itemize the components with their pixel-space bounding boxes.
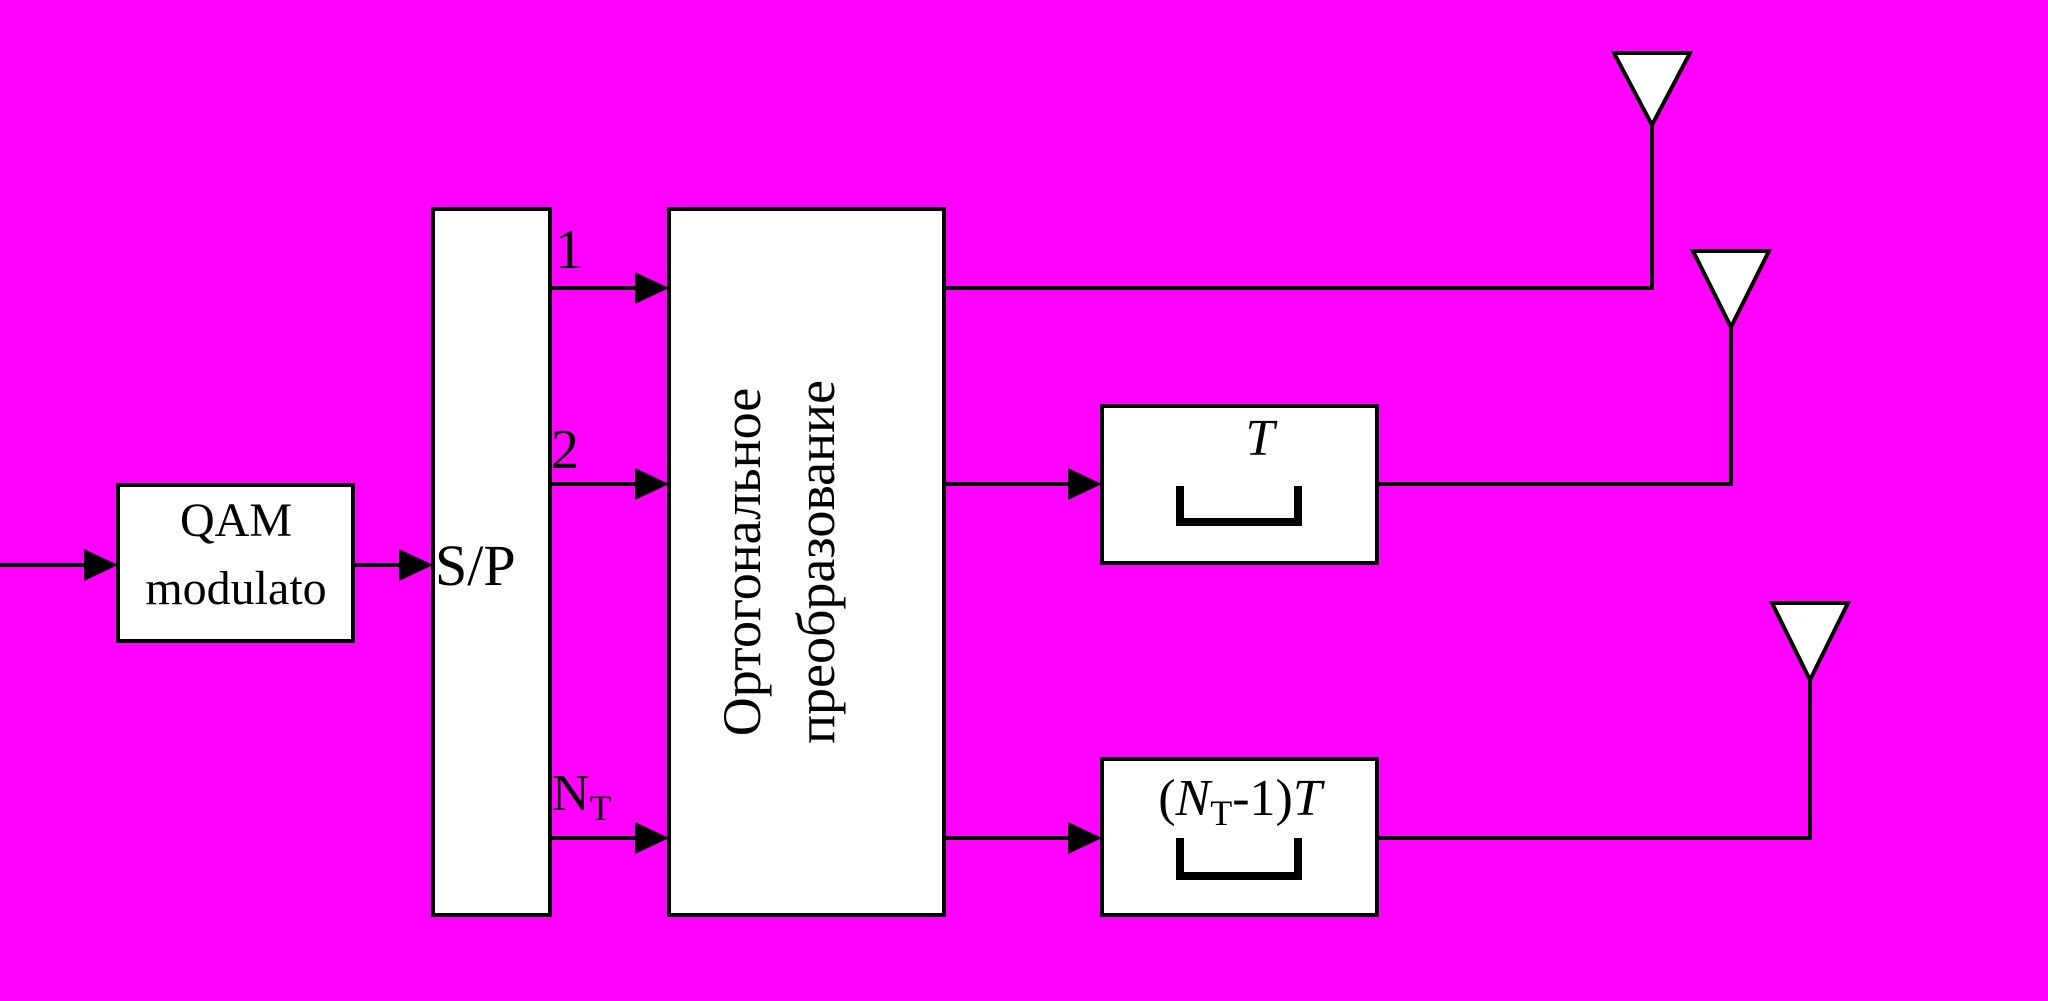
qam-label-line2: modulato (145, 562, 326, 615)
qam-label-line1: QAM (180, 494, 292, 547)
output-2-arrow (1068, 468, 1102, 500)
port-2-label: 2 (551, 419, 579, 481)
orthogonal-transform-rect (667, 207, 946, 917)
delay-nt-output-line (1377, 680, 1812, 840)
port-nt-label: NT (552, 765, 612, 828)
transform-label-line2: преобразование (786, 380, 846, 744)
transform-label-line1: Ортогональное (712, 388, 772, 736)
input-arrow (84, 549, 118, 581)
delay-nt-label: (NT-1)T (1158, 770, 1325, 833)
output-nt-arrow (1068, 822, 1102, 854)
delay-t-rect (1100, 404, 1379, 565)
antenna-1-icon (1610, 51, 1694, 130)
branch-1-arrow (635, 272, 669, 304)
sp-rect (431, 207, 552, 917)
branch-2-arrow (635, 468, 669, 500)
qam-to-sp-arrow (399, 549, 433, 581)
qam-modulator-block: QAM modulato (116, 483, 355, 643)
orthogonal-transform-block: Ортогональное преобразование (667, 207, 946, 917)
delay-nt-bracket (1176, 838, 1302, 880)
delay-t-label: T (1246, 410, 1278, 467)
delay-t-bracket (1176, 486, 1302, 526)
delay-t-output-line (1377, 327, 1733, 486)
branch-nt-arrow (635, 822, 669, 854)
sp-block: S/P (431, 207, 552, 917)
antenna-2-icon (1689, 249, 1773, 332)
delay-t-block: T (1100, 404, 1379, 565)
sp-label: S/P (435, 533, 516, 598)
delay-nt-block: (NT-1)T (1100, 757, 1379, 917)
output-1-line (944, 125, 1654, 290)
antenna-nt-icon (1768, 601, 1852, 685)
port-1-label: 1 (555, 219, 583, 281)
